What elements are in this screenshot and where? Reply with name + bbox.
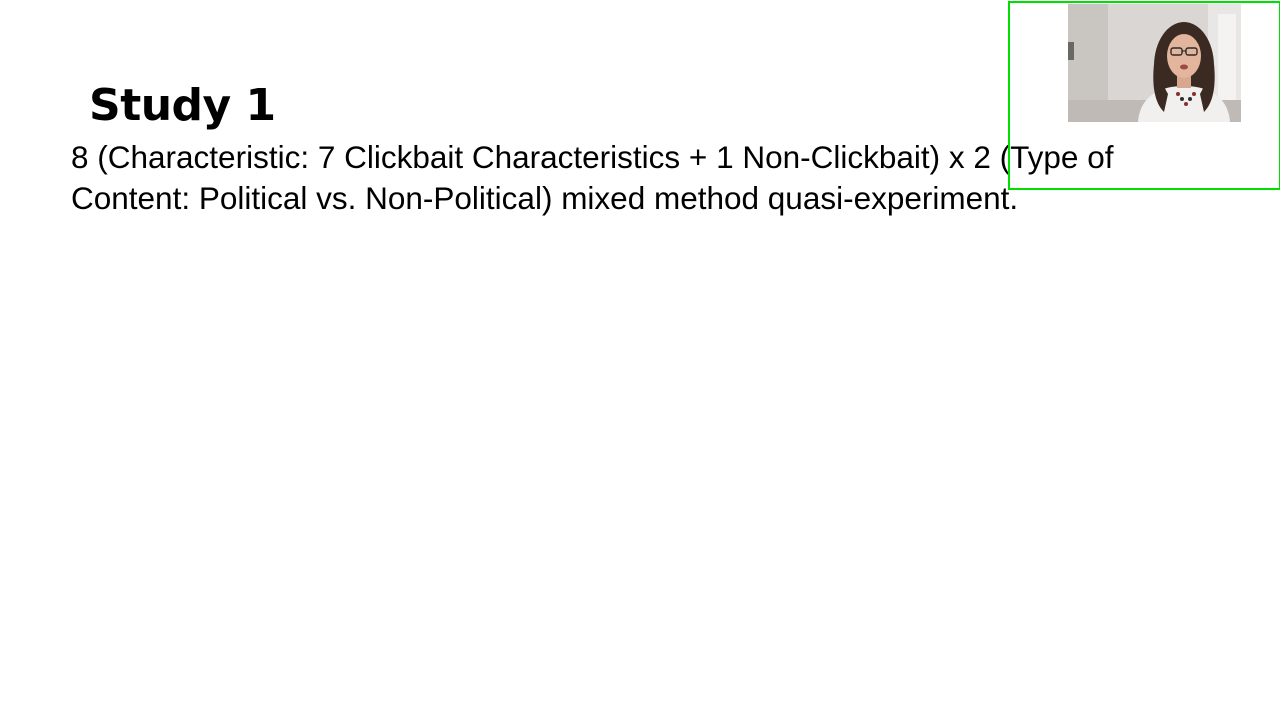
presenter-video-icon (1068, 4, 1241, 122)
presenter-webcam-overlay[interactable] (1008, 1, 1280, 190)
slide-title: Study 1 (89, 80, 276, 131)
slide-body-text: 8 (Characteristic: 7 Clickbait Character… (71, 139, 1114, 216)
